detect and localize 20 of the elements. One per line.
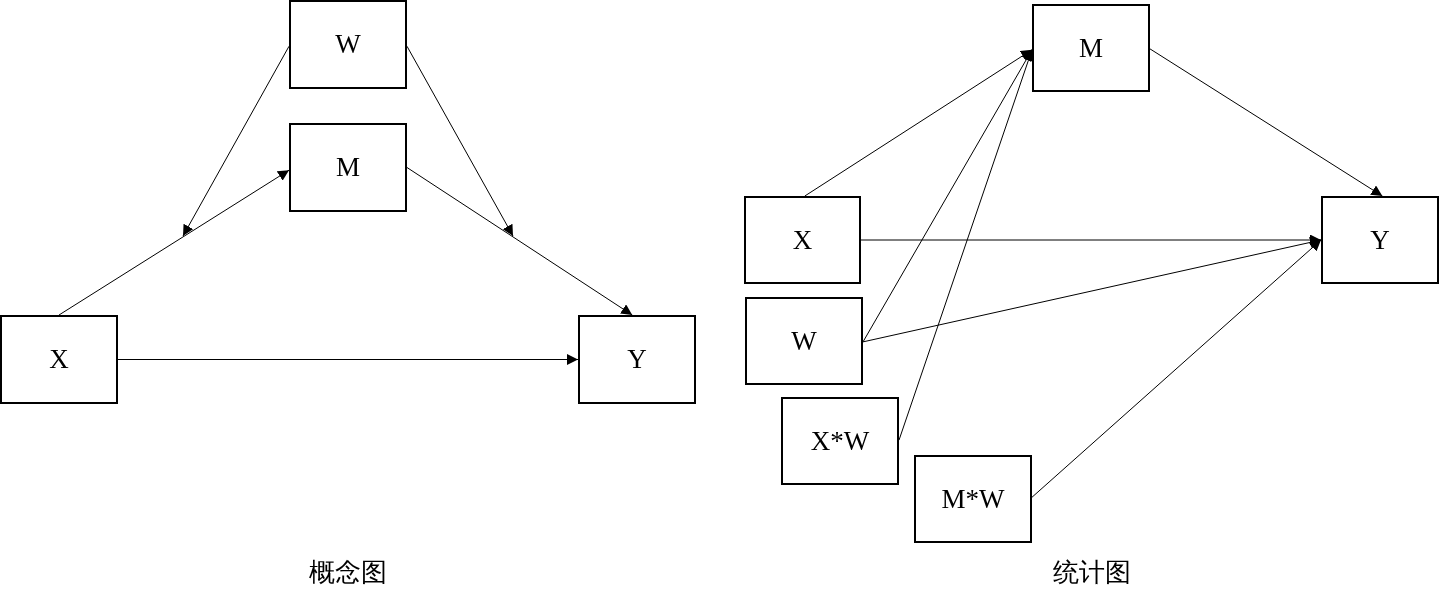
arrow [182, 45, 290, 237]
variable-box: X*W [781, 397, 899, 485]
diagram-caption: 概念图 [309, 557, 387, 589]
variable-box: M [1032, 4, 1150, 92]
arrow [1031, 239, 1322, 498]
arrow [406, 167, 633, 316]
variable-box: W [289, 0, 407, 89]
arrow [58, 169, 290, 316]
variable-box: Y [578, 315, 696, 404]
variable-box: W [745, 297, 863, 385]
variable-box: X [744, 196, 861, 284]
diagram-caption: 统计图 [1053, 557, 1131, 589]
variable-box: X [0, 315, 118, 404]
variable-box: M*W [914, 455, 1032, 543]
variable-box: Y [1321, 196, 1439, 284]
variable-box: M [289, 123, 407, 212]
arrow [804, 49, 1033, 197]
arrow [862, 237, 1322, 343]
arrow [117, 354, 579, 365]
arrow [1149, 48, 1383, 197]
